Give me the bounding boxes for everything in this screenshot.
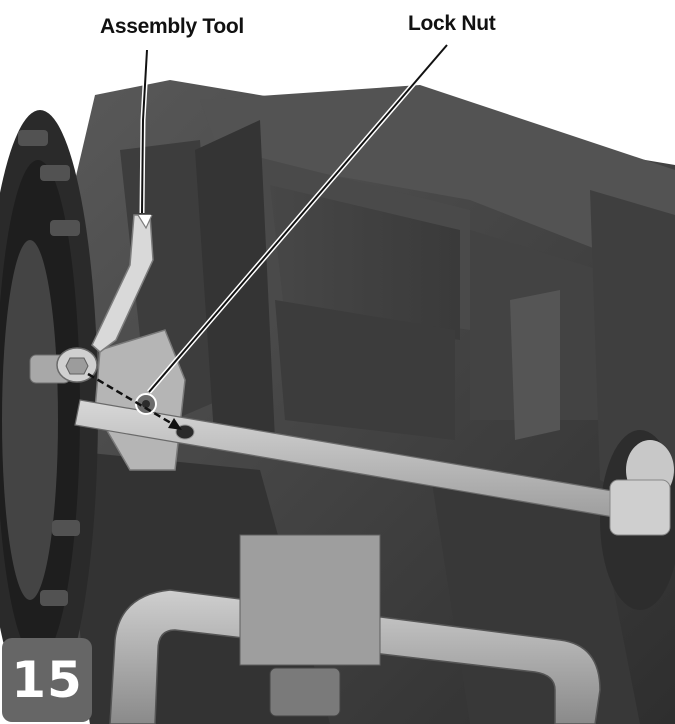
assembly-tool bbox=[56, 214, 154, 383]
assembly-tool-label: Assembly Tool bbox=[100, 15, 244, 38]
callout-leaders-inner bbox=[141, 44, 448, 393]
step-badge: 15 bbox=[2, 638, 92, 722]
lock-nut-label: Lock Nut bbox=[408, 12, 496, 35]
motion-arrow bbox=[87, 372, 182, 430]
left-wheel bbox=[0, 110, 98, 710]
step-number: 15 bbox=[11, 651, 83, 709]
steering-bar bbox=[74, 399, 671, 536]
front-bumper bbox=[109, 534, 601, 724]
